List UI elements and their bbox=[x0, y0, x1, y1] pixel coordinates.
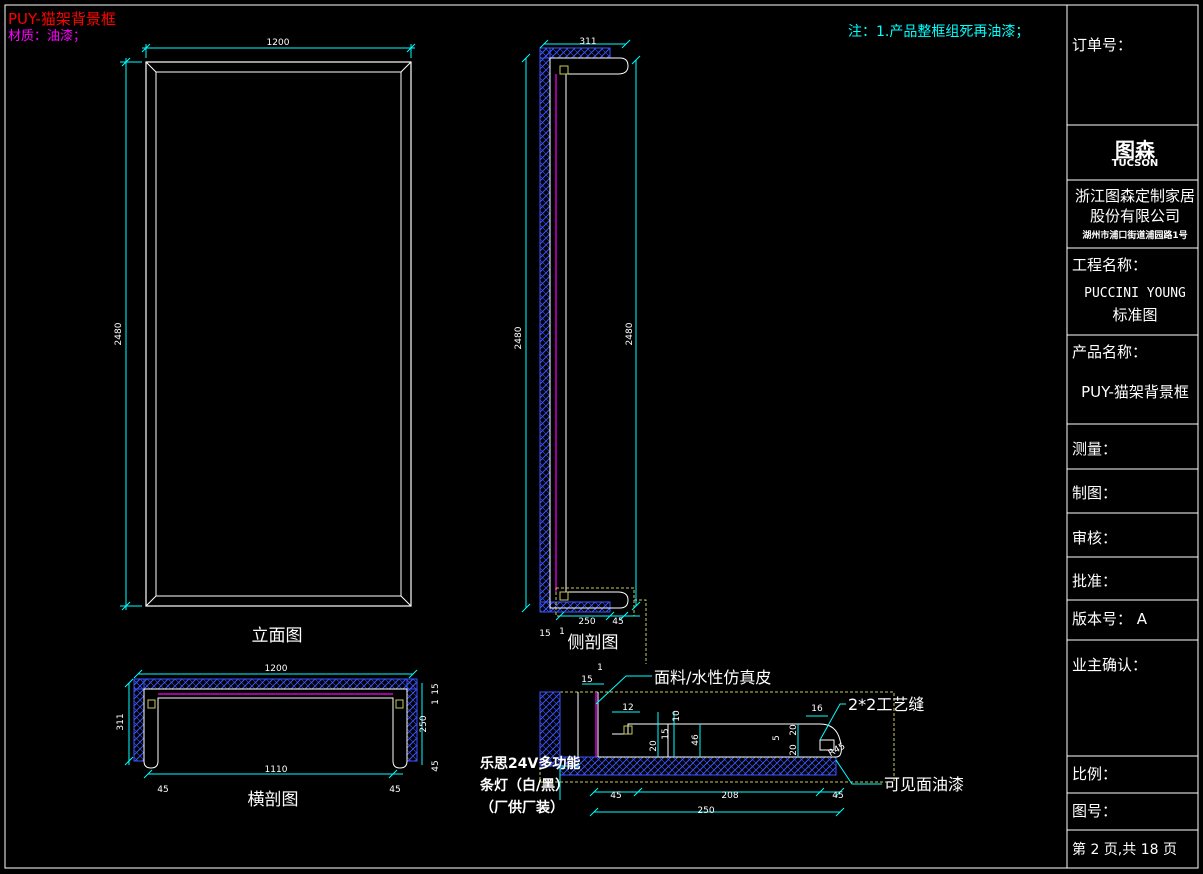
cross-top-dim: 1200 bbox=[265, 664, 288, 674]
scale-label: 比例： bbox=[1072, 765, 1118, 783]
company-name-line1: 浙江图森定制家居 bbox=[1074, 187, 1195, 205]
cross-dim-45: 45 bbox=[431, 760, 441, 771]
order-no-label: 订单号： bbox=[1072, 36, 1133, 54]
detail-dim-45a: 45 bbox=[610, 791, 621, 801]
elevation-height-dim: 2480 bbox=[114, 322, 124, 345]
product-label: 产品名称： bbox=[1072, 343, 1148, 361]
cross-right-dim: 45 bbox=[389, 785, 400, 795]
elevation-width-dim: 1200 bbox=[267, 38, 290, 48]
detail-dim-20b: 20 bbox=[789, 724, 799, 736]
detail-dim-20c: 20 bbox=[789, 744, 799, 756]
general-note: 注：1.产品整框组死再油漆； bbox=[848, 24, 1029, 40]
cross-dim-15: 15 bbox=[431, 683, 441, 694]
side-dim-15: 15 bbox=[539, 629, 550, 639]
detail-dim-15: 15 bbox=[581, 675, 592, 685]
material-note: 材质：油漆； bbox=[8, 28, 86, 44]
side-dim-250: 250 bbox=[578, 617, 595, 627]
cross-section-label: 横剖图 bbox=[248, 790, 299, 810]
side-dim-1: 1 bbox=[559, 627, 565, 637]
review-label: 审核： bbox=[1072, 529, 1118, 547]
company-address: 湖州市浦口街道浦园路1号 bbox=[1082, 231, 1188, 241]
detail-dim-16: 16 bbox=[811, 704, 823, 714]
product-name: PUY-猫架背景框 bbox=[1081, 383, 1189, 401]
detail-dim-208: 208 bbox=[721, 791, 738, 801]
callout-gap: 2*2工艺缝 bbox=[848, 695, 924, 714]
detail-dim-250: 250 bbox=[697, 806, 714, 816]
callout-fabric: 面料/水性仿真皮 bbox=[654, 668, 771, 687]
measure-label: 测量： bbox=[1072, 440, 1118, 458]
side-left-height-dim: 2480 bbox=[514, 326, 524, 349]
drawing-border bbox=[4, 4, 1199, 869]
detail-dim-12: 12 bbox=[622, 703, 633, 713]
title-block-frame bbox=[1066, 5, 1198, 868]
led-note-line2: 条灯（白/黑） bbox=[479, 777, 569, 794]
company-logo: 图森 bbox=[1115, 138, 1155, 162]
elevation-view: 1200 2480 立面图 bbox=[114, 38, 416, 646]
cross-dim-1: 1 bbox=[431, 699, 441, 705]
page-indicator: 第 2 页,共 18 页 bbox=[1072, 842, 1177, 858]
drawn-label: 制图： bbox=[1072, 484, 1118, 502]
cross-depth-dim: 311 bbox=[116, 713, 126, 730]
detail-view: 15 1 12 10 20 15 46 16 20 5 20 R45 45 20… bbox=[479, 663, 964, 817]
side-top-dim: 311 bbox=[579, 37, 596, 47]
detail-dim-1: 1 bbox=[597, 663, 603, 673]
detail-dim-15b: 15 bbox=[661, 728, 671, 739]
led-note-line3: （厂供厂装） bbox=[480, 799, 564, 816]
callout-paint: 可见面油漆 bbox=[884, 775, 964, 794]
cross-section-view: 1200 1110 45 45 311 15 1 250 45 横剖图 bbox=[116, 664, 441, 810]
project-name: PUCCINI YOUNG bbox=[1084, 286, 1186, 301]
side-right-height-dim: 2480 bbox=[625, 322, 635, 345]
detail-dim-10: 10 bbox=[672, 710, 682, 722]
cross-inner-dim: 1110 bbox=[265, 765, 288, 775]
detail-dim-5: 5 bbox=[772, 735, 782, 741]
company-logo-en: TUCSON bbox=[1111, 158, 1159, 169]
drawing-no-label: 图号： bbox=[1072, 802, 1118, 820]
detail-radius: R45 bbox=[827, 742, 847, 760]
side-dim-45: 45 bbox=[612, 617, 623, 627]
project-label: 工程名称： bbox=[1072, 256, 1148, 274]
detail-dim-45b: 45 bbox=[832, 791, 843, 801]
drawing-title: PUY-猫架背景框 bbox=[8, 10, 116, 28]
detail-dim-20a: 20 bbox=[649, 740, 659, 752]
cross-left-dim: 45 bbox=[157, 785, 168, 795]
detail-dim-46: 46 bbox=[691, 734, 701, 746]
version-label: 版本号： A bbox=[1072, 610, 1148, 628]
project-subtitle: 标准图 bbox=[1112, 306, 1158, 324]
cross-dim-250: 250 bbox=[419, 715, 429, 732]
company-name-line2: 股份有限公司 bbox=[1089, 207, 1180, 225]
side-section-view: 311 2480 2480 15 1 250 45 侧剖图 bbox=[514, 37, 647, 664]
led-note-line1: 乐思24V多功能 bbox=[480, 755, 580, 772]
approve-label: 批准： bbox=[1072, 572, 1118, 590]
elevation-label: 立面图 bbox=[252, 626, 303, 646]
owner-confirm-label: 业主确认： bbox=[1072, 656, 1148, 674]
side-section-label: 侧剖图 bbox=[568, 633, 619, 653]
